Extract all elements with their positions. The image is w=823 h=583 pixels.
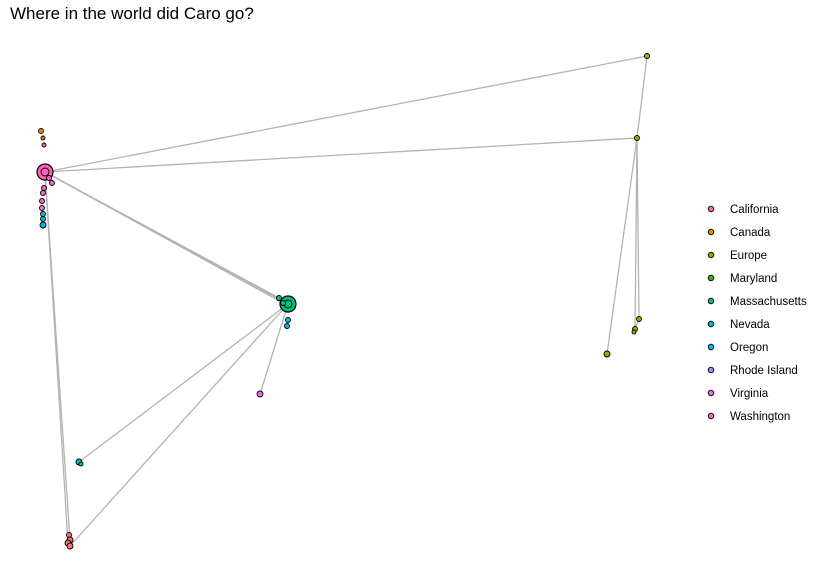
legend-key-massachusetts	[707, 297, 715, 305]
legend-label-virginia: Virginia	[730, 388, 769, 400]
node-wa_e	[39, 198, 45, 204]
legend-key-virginia	[707, 389, 715, 397]
node-eu_e	[631, 329, 637, 335]
node-wa_c	[41, 185, 47, 191]
node-ma_b	[280, 300, 286, 306]
legend-label-oregon: Oregon	[730, 342, 768, 354]
legend-label-maryland: Maryland	[730, 273, 777, 285]
node-wa_hub_in	[40, 167, 50, 177]
node-wa_top	[41, 142, 47, 148]
legend-key-canada	[707, 228, 715, 236]
node-va_ma	[256, 390, 264, 398]
edge-wa_hub-eu_top	[44, 55, 648, 173]
legend-key-california	[707, 205, 715, 213]
node-eu_f	[603, 350, 611, 358]
node-or_1	[39, 221, 47, 229]
edge-wa_hub-eu_mid	[44, 137, 638, 173]
edge-eu_top-eu_mid	[636, 55, 648, 139]
legend-label-nevada: Nevada	[730, 319, 770, 331]
chart-title: Where in the world did Caro go?	[10, 4, 254, 23]
node-nv_ma	[285, 317, 291, 323]
node-or_ma	[284, 323, 290, 329]
nodes-layer	[36, 53, 650, 550]
node-ca_n1	[38, 128, 44, 134]
edge-eu_mid-eu_f	[606, 137, 638, 355]
edges-layer	[44, 55, 648, 547]
edge-ma_hub-nv_c	[78, 303, 289, 463]
legend: CaliforniaCanadaEuropeMarylandMassachuse…	[707, 204, 807, 423]
legend-key-washington	[707, 412, 715, 420]
legend-key-rhode-island	[707, 366, 715, 374]
node-ca_n2	[40, 135, 46, 141]
node-wa_a	[46, 175, 52, 181]
node-eu_top	[644, 53, 650, 59]
legend-key-nevada	[707, 320, 715, 328]
node-wa_b	[49, 180, 55, 186]
legend-key-europe	[707, 251, 715, 259]
legend-label-rhode-island: Rhode Island	[730, 365, 798, 377]
legend-label-california: California	[730, 204, 779, 216]
node-wa_d	[40, 190, 46, 196]
legend-label-europe: Europe	[730, 250, 767, 262]
edge-wa_hub-ma_hub	[44, 171, 289, 305]
legend-label-washington: Washington	[730, 411, 790, 423]
edge-ma_hub-cal_4	[69, 303, 289, 547]
node-va_1	[39, 205, 45, 211]
node-cal_4	[66, 542, 74, 550]
legend-label-canada: Canada	[730, 227, 771, 239]
node-nv_a	[40, 211, 46, 217]
node-nv_c2	[78, 461, 84, 467]
legend-key-maryland	[707, 274, 715, 282]
legend-label-massachusetts: Massachusetts	[730, 296, 807, 308]
node-eu_c	[636, 316, 642, 322]
edge-wa_hub-cal_3	[44, 171, 69, 544]
node-ma_a	[276, 295, 282, 301]
edge-eu_mid-eu_d	[634, 137, 638, 330]
node-nv_b	[40, 216, 46, 222]
legend-key-oregon	[707, 343, 715, 351]
node-eu_mid	[634, 135, 640, 141]
edge-ma_hub-va_ma	[259, 303, 289, 395]
